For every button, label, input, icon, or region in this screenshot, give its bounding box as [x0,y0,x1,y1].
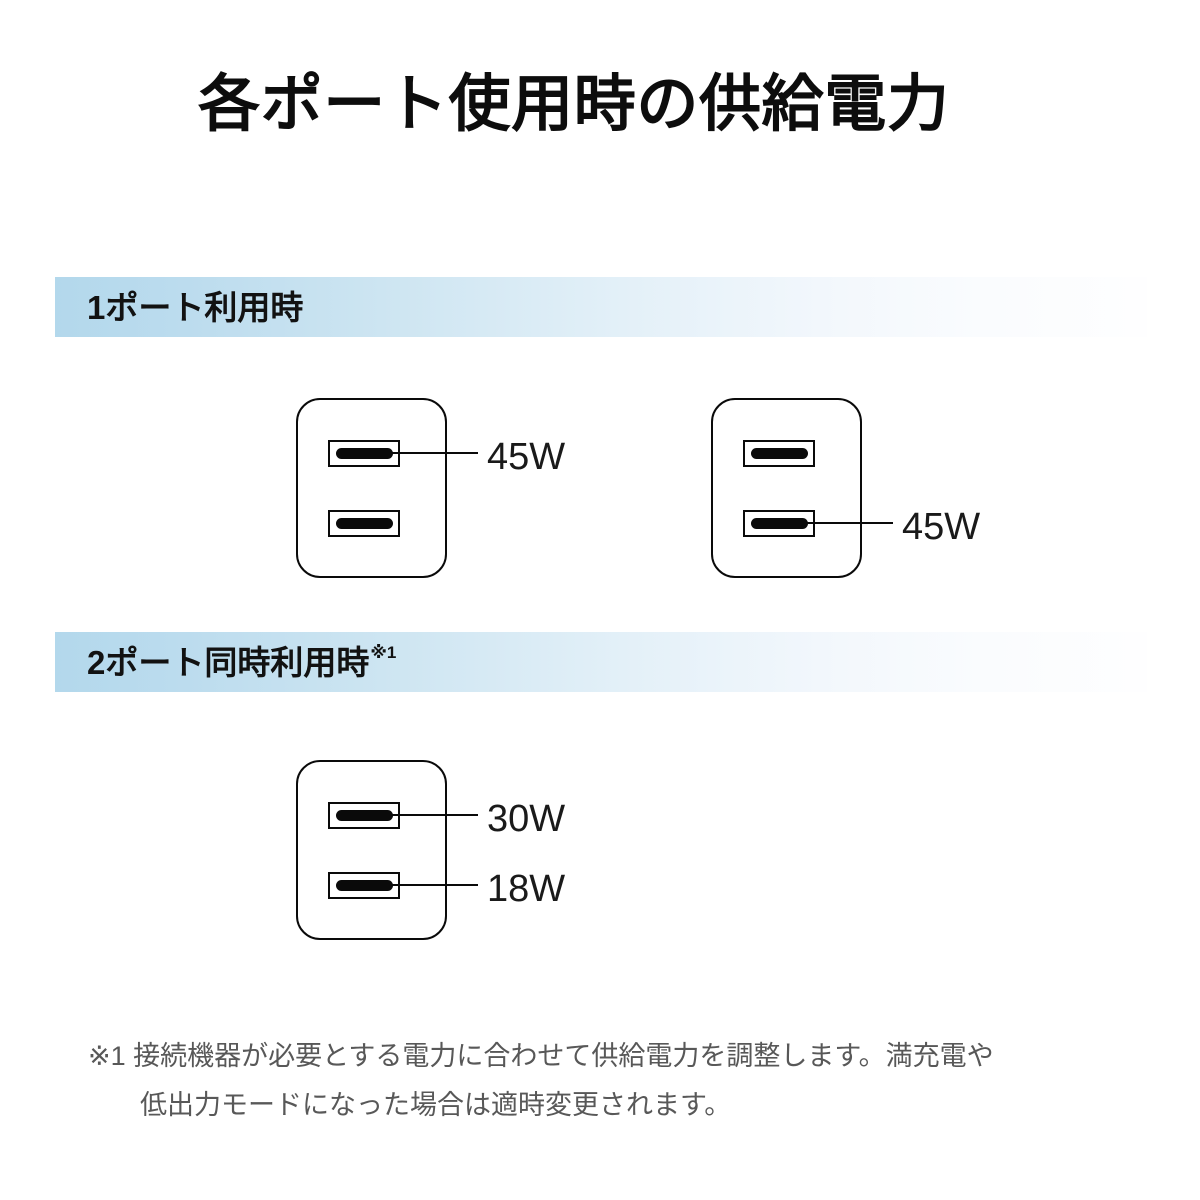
leader-line [368,452,478,454]
port-slot [750,448,808,459]
leader-line [783,522,893,524]
charger-illustration-b [711,398,862,578]
section-title-superscript: ※1 [370,642,397,662]
footnote-line-2: 低出力モードになった場合は適時変更されます。 [140,1090,732,1121]
leader-line [368,884,478,886]
section-title-text: 2ポート同時利用時 [87,643,370,681]
charger-illustration-a [296,398,447,578]
usb-c-port-icon [743,440,815,467]
leader-line [368,814,478,816]
wattage-label-a-top: 45W [487,436,566,478]
wattage-label-c-bottom: 18W [487,868,566,910]
section-title-two-port: 2ポート同時利用時 ※1 [87,642,397,681]
section-title-one-port: 1ポート利用時 [87,291,304,324]
wattage-label-c-top: 30W [487,798,566,840]
port-slot [750,518,808,529]
port-slot [335,448,393,459]
port-slot [335,880,393,891]
wattage-label-b-bottom: 45W [902,506,981,548]
section-header-two-port: 2ポート同時利用時 ※1 [55,632,1147,692]
section-header-one-port: 1ポート利用時 [55,277,1147,337]
section-title-text: 1ポート利用時 [87,288,304,326]
port-slot [335,810,393,821]
port-slot [335,518,393,529]
usb-c-port-icon [328,510,400,537]
footnote-line-1: ※1 接続機器が必要とする電力に合わせて供給電力を調整します。満充電や [88,1041,994,1071]
usb-c-port-icon [743,510,815,537]
charger-illustration-c [296,760,447,940]
page-title: 各ポート使用時の供給電力 [198,70,950,139]
footnote: ※1 接続機器が必要とする電力に合わせて供給電力を調整します。満充電や 低出力モ… [88,1032,1148,1130]
